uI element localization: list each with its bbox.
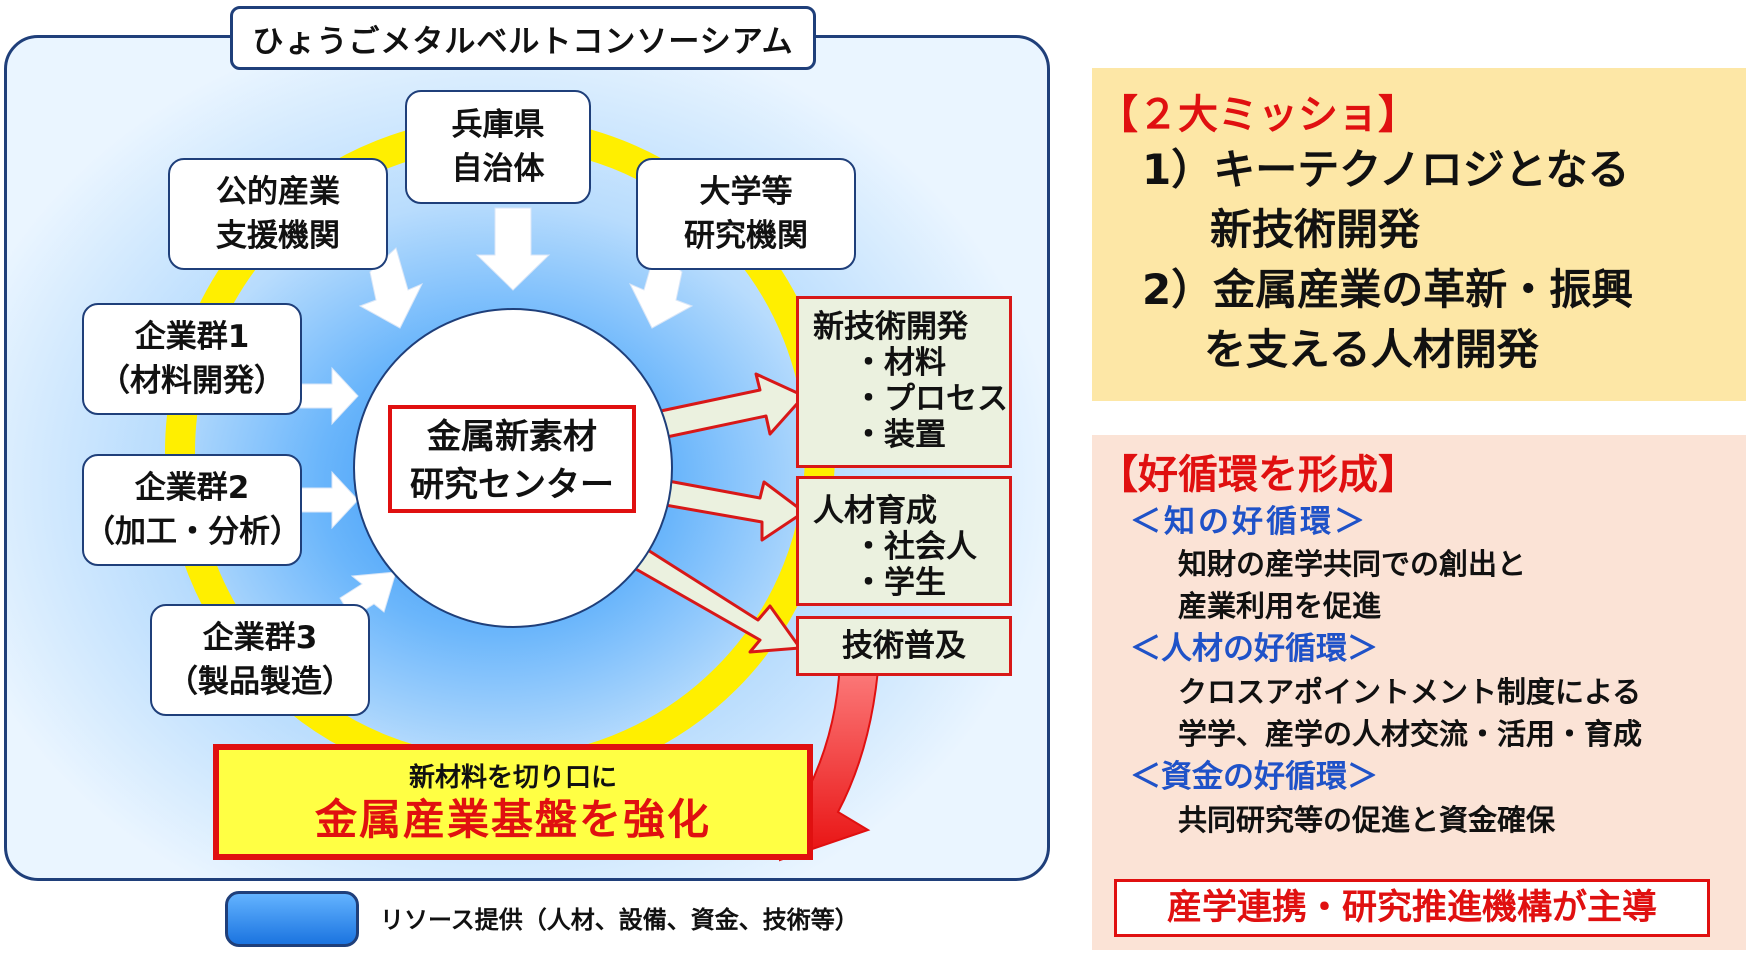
cycle-section-body: クロスアポイントメント制度による	[1178, 675, 1642, 709]
node-group3: 企業群3 （製品製造）	[150, 604, 370, 716]
node-university-line-1: 大学等	[699, 174, 793, 210]
node-hyogo-line-1: 兵庫県	[451, 107, 545, 143]
mission-panel: 【２大ミッショ】 1）キーテクノロジとなる 新技術開発 2）金属産業の革新・振興…	[1092, 68, 1746, 401]
output-newtech-item: ・プロセス	[853, 381, 1008, 417]
node-group2-line-2: （加工・分析）	[84, 514, 301, 550]
output-spread-title: 技術普及	[842, 628, 966, 664]
node-public-line-1: 公的産業	[216, 174, 340, 210]
cycle-title: 【好循環を形成】	[1098, 452, 1418, 498]
mission-line: 新技術開発	[1210, 205, 1421, 254]
node-group2: 企業群2 （加工・分析）	[82, 454, 302, 566]
mission-line: 1）キーテクノロジとなる	[1142, 145, 1630, 194]
research-center-label: 金属新素材 研究センター	[388, 405, 636, 513]
node-group3-line-1: 企業群3	[202, 620, 318, 656]
node-university: 大学等 研究機関	[636, 158, 856, 270]
goal-title: 金属産業基盤を強化	[314, 795, 711, 844]
node-hyogo-line-2: 自治体	[451, 151, 545, 187]
output-hr-title: 人材育成	[813, 493, 937, 529]
goal-subtitle: 新材料を切り口に	[408, 763, 617, 793]
cycle-section-head: ＜人材の好循環＞	[1130, 631, 1378, 667]
output-spread: 技術普及	[796, 616, 1012, 676]
node-university-line-2: 研究機関	[684, 218, 808, 254]
mission-title: 【２大ミッショ】	[1098, 92, 1418, 138]
mission-line: を支える人材開発	[1204, 325, 1539, 374]
cycle-section-head: ＜資金の好循環＞	[1130, 759, 1378, 795]
goal-box: 新材料を切り口に 金属産業基盤を強化	[213, 744, 813, 860]
node-group1-line-1: 企業群1	[134, 319, 250, 355]
node-public-support: 公的産業 支援機関	[168, 158, 388, 270]
cycle-footer-badge: 産学連携・研究推進機構が主導	[1114, 879, 1710, 937]
legend-text: リソース提供（人材、設備、資金、技術等）	[380, 906, 859, 934]
cycle-section-body: 共同研究等の促進と資金確保	[1178, 803, 1556, 837]
mission-line: 2）金属産業の革新・振興	[1142, 265, 1634, 314]
cycle-section-body: 知財の産学共同での創出と	[1178, 547, 1527, 581]
center-line-1: 金属新素材	[427, 417, 597, 457]
cycle-section-head: ＜知の好循環＞	[1130, 504, 1368, 540]
output-hr-item: ・社会人	[853, 529, 977, 565]
center-line-2: 研究センター	[410, 465, 614, 505]
arrow-from-hyogo	[475, 207, 551, 291]
cycle-panel: 【好循環を形成】 ＜知の好循環＞ 知財の産学共同での創出と 産業利用を促進 ＜人…	[1092, 435, 1746, 950]
cycle-section-body: 学学、産学の人材交流・活用・育成	[1178, 717, 1643, 751]
arrow-to-newtech	[654, 372, 806, 440]
output-newtech-item: ・装置	[853, 417, 946, 453]
node-group2-line-1: 企業群2	[134, 470, 250, 506]
arrow-from-group1	[299, 366, 359, 426]
node-public-line-2: 支援機関	[216, 218, 340, 254]
legend-arrow-box	[225, 891, 359, 947]
output-newtech-item: ・材料	[853, 345, 946, 381]
node-group1-line-2: （材料開発）	[99, 363, 285, 399]
node-group1: 企業群1 （材料開発）	[82, 303, 302, 415]
output-newtech: 新技術開発 ・材料 ・プロセス ・装置	[796, 296, 1012, 468]
arrow-from-group2	[299, 470, 359, 530]
node-hyogo: 兵庫県 自治体	[405, 90, 591, 204]
cycle-section-body: 産業利用を促進	[1178, 589, 1382, 623]
node-group3-line-2: （製品製造）	[167, 664, 353, 700]
output-hr: 人材育成 ・社会人 ・学生	[796, 476, 1012, 606]
consortium-title: ひょうごメタルベルトコンソーシアム	[230, 6, 816, 70]
arrow-to-spread	[618, 538, 802, 654]
output-hr-item: ・学生	[853, 565, 946, 601]
output-newtech-title: 新技術開発	[813, 309, 968, 345]
